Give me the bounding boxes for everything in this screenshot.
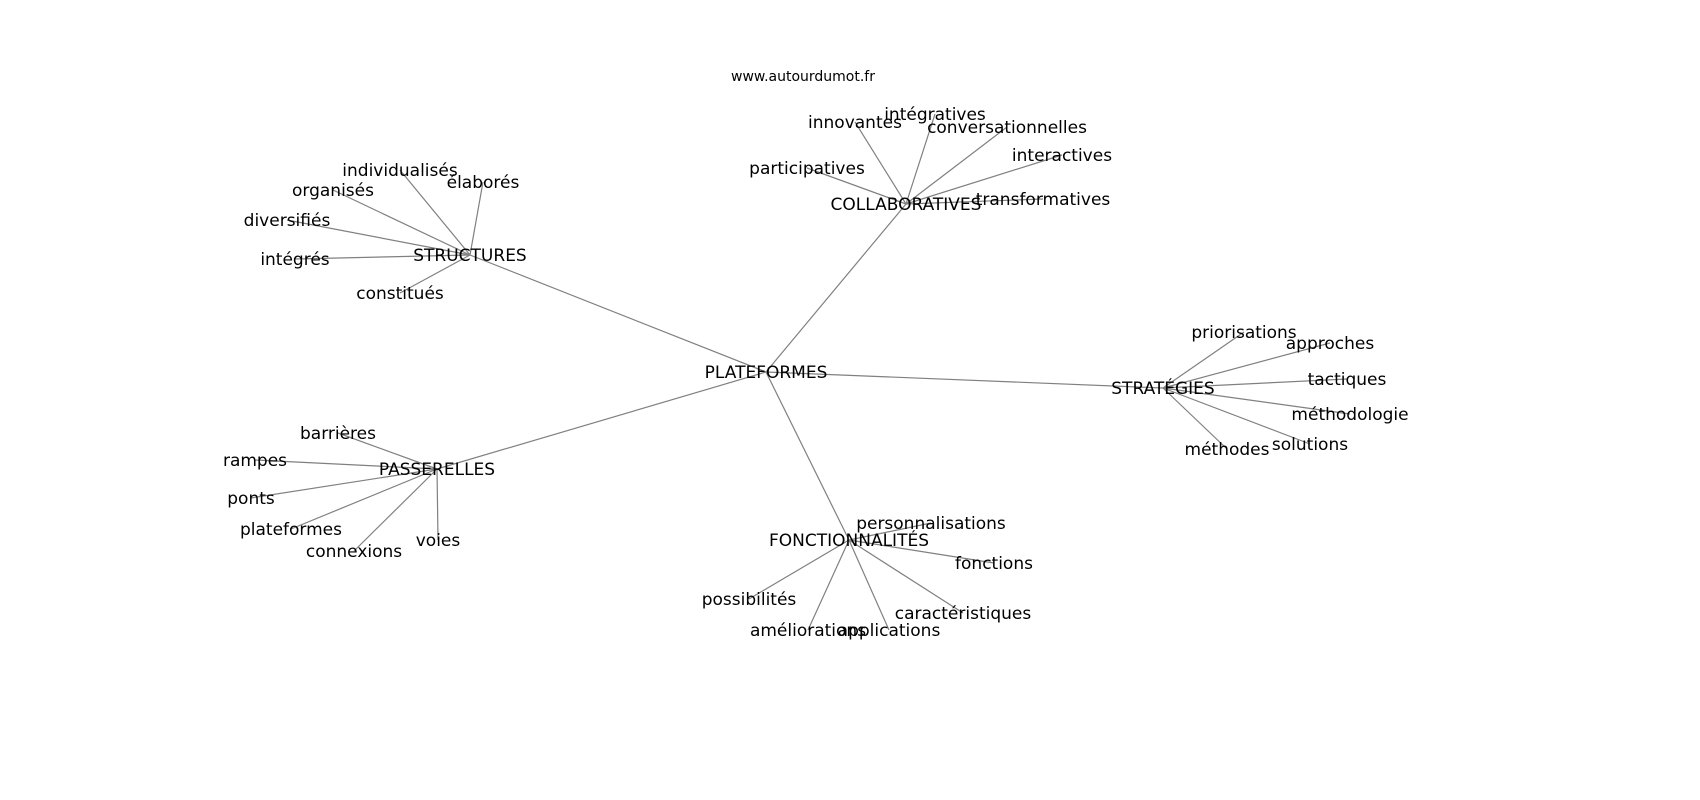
node-labels: PLATEFORMES STRUCTURES individualisésélabo…: [223, 105, 1409, 641]
site-title: www.autourdumot.fr: [731, 69, 875, 85]
edge-hub-leaf: [905, 126, 1008, 205]
hub-node-label: STRUCTURES: [413, 246, 526, 266]
leaf-node-label: solutions: [1272, 435, 1348, 455]
leaf-node-label: méthodes: [1185, 440, 1270, 460]
edge-hub-leaf: [469, 181, 484, 256]
edge-hub-leaf: [1162, 387, 1311, 445]
leaf-node-label: personnalisations: [856, 514, 1006, 534]
edge-hub-leaf: [436, 468, 439, 541]
edge-hub-leaf: [854, 121, 907, 205]
edge-hub-leaf: [806, 167, 907, 205]
leaf-node-label: individualisés: [342, 161, 458, 181]
edge-hub-leaf: [254, 459, 438, 470]
edge-hub-leaf: [848, 539, 890, 631]
edge-hub-leaf: [748, 539, 850, 600]
leaf-node-label: conversationnelles: [927, 118, 1087, 138]
hub-node-label: COLLABORATIVES: [831, 195, 982, 215]
leaf-node-label: méthodologie: [1291, 405, 1408, 425]
edge-root-hub: [436, 371, 767, 470]
edge-hub-leaf: [337, 432, 438, 470]
edge-hub-leaf: [399, 254, 471, 294]
edge-root-hub: [765, 203, 907, 373]
leaf-node-label: diversifiés: [244, 211, 331, 231]
leaf-node-label: plateformes: [240, 520, 342, 540]
hub-node-label: STRATÉGIES: [1111, 377, 1214, 399]
leaf-node-label: organisés: [292, 181, 374, 201]
leaf-node-label: connexions: [306, 542, 402, 562]
root-node-label: PLATEFORMES: [705, 363, 828, 383]
leaf-node-label: ponts: [227, 489, 275, 509]
leaf-node-label: fonctions: [955, 554, 1033, 574]
edge-hub-leaf: [1162, 331, 1245, 389]
edge-hub-leaf: [848, 522, 932, 541]
edges: [250, 113, 1351, 631]
edge-hub-leaf: [848, 539, 964, 614]
edge-hub-leaf: [1162, 387, 1351, 415]
edge-hub-leaf: [1162, 342, 1331, 389]
leaf-node-label: constitués: [356, 284, 444, 304]
edge-hub-leaf: [1162, 387, 1228, 450]
edge-hub-leaf: [250, 468, 438, 499]
edge-hub-leaf: [294, 254, 471, 260]
edge-hub-leaf: [807, 539, 850, 631]
leaf-node-label: transformatives: [976, 190, 1111, 210]
edge-root-hub: [469, 254, 767, 373]
edge-hub-leaf: [1162, 378, 1348, 389]
leaf-node-label: améliorations: [750, 621, 866, 641]
leaf-node-label: tactiques: [1308, 370, 1387, 390]
leaf-node-label: voies: [416, 531, 461, 551]
leaf-node-label: approches: [1286, 334, 1375, 354]
leaf-node-label: intégratives: [884, 105, 986, 125]
edge-hub-leaf: [905, 154, 1063, 205]
leaf-node-label: rampes: [223, 451, 287, 471]
leaf-node-label: innovantes: [808, 113, 902, 133]
hub-node-label: PASSERELLES: [379, 460, 495, 480]
edge-hub-leaf: [905, 113, 936, 205]
edge-hub-leaf: [290, 468, 438, 530]
leaf-node-label: élaborés: [447, 173, 520, 193]
leaf-node-label: participatives: [749, 159, 865, 179]
leaf-node-label: caractéristiques: [895, 604, 1032, 624]
edge-hub-leaf: [286, 219, 471, 256]
edge-hub-leaf: [848, 539, 995, 564]
leaf-node-label: barrières: [300, 424, 376, 444]
edge-root-hub: [765, 371, 1164, 389]
leaf-node-label: priorisations: [1191, 323, 1296, 343]
leaf-node-label: intégrés: [260, 250, 329, 270]
leaf-node-label: interactives: [1012, 146, 1112, 166]
hub-node-label: FONCTIONNALITÉS: [769, 529, 929, 551]
leaf-node-label: possibilités: [702, 590, 797, 610]
edge-hub-leaf: [353, 468, 438, 552]
edge-hub-leaf: [399, 169, 471, 256]
edge-hub-leaf: [905, 198, 1044, 205]
leaf-node-label: applications: [838, 621, 941, 641]
edge-hub-leaf: [332, 189, 471, 256]
edge-root-hub: [765, 371, 850, 541]
